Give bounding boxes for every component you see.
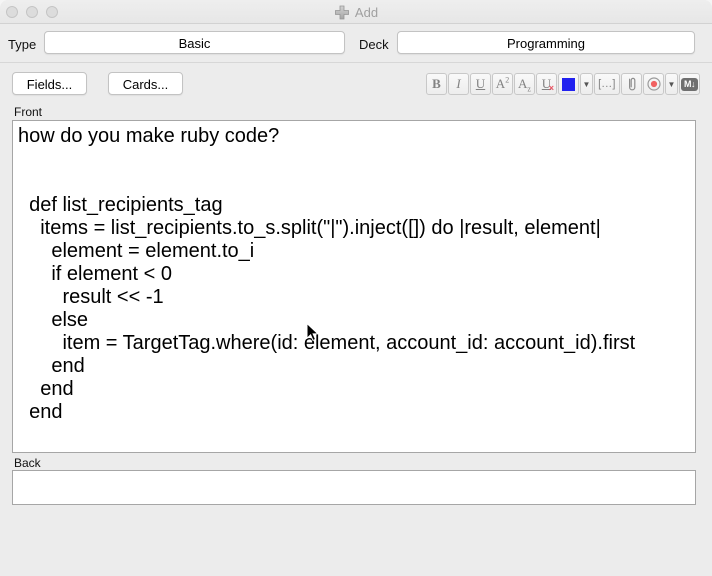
title-wrap: Add xyxy=(0,0,712,24)
format-toolbar: B I U A2 Az U× ▼ [...] ▼ M↓ xyxy=(426,73,700,95)
cards-button[interactable]: Cards... xyxy=(108,72,183,95)
superscript-button[interactable]: A2 xyxy=(492,73,513,95)
front-field-text[interactable]: how do you make ruby code? def list_reci… xyxy=(18,125,636,423)
underline-button[interactable]: U xyxy=(470,73,491,95)
cloze-button[interactable]: [...] xyxy=(594,73,620,95)
paperclip-icon xyxy=(625,76,639,92)
color-swatch xyxy=(562,77,575,91)
front-field-label: Front xyxy=(14,105,43,119)
back-field-text[interactable] xyxy=(13,471,695,504)
front-field[interactable]: how do you make ruby code? def list_reci… xyxy=(12,120,696,453)
color-dropdown-button[interactable]: ▼ xyxy=(580,73,593,95)
text-color-button[interactable] xyxy=(558,73,579,95)
title-bar[interactable]: Add xyxy=(0,0,712,24)
chevron-down-icon: ▼ xyxy=(667,79,676,89)
more-dropdown-button[interactable]: ▼ xyxy=(665,73,678,95)
remove-formatting-button[interactable]: U× xyxy=(536,73,557,95)
chevron-down-icon: ▼ xyxy=(582,79,591,89)
bold-button[interactable]: B xyxy=(426,73,447,95)
record-icon xyxy=(646,76,662,92)
markdown-icon: M↓ xyxy=(681,77,698,91)
add-plus-icon xyxy=(334,5,350,20)
back-field-label: Back xyxy=(14,456,41,470)
italic-button[interactable]: I xyxy=(448,73,469,95)
markdown-button[interactable]: M↓ xyxy=(679,73,700,95)
subscript-button[interactable]: Az xyxy=(514,73,535,95)
record-audio-button[interactable] xyxy=(643,73,664,95)
notetype-chooser-button[interactable]: Basic xyxy=(44,31,345,54)
minimize-button[interactable] xyxy=(26,6,38,18)
attach-button[interactable] xyxy=(621,73,642,95)
deck-label: Deck xyxy=(359,37,389,52)
superscript-glyph: A2 xyxy=(495,75,510,91)
deck-chooser-button[interactable]: Programming xyxy=(397,31,695,54)
close-button[interactable] xyxy=(6,6,18,18)
window-title: Add xyxy=(354,4,379,20)
red-x-mark: × xyxy=(548,83,554,93)
header-divider xyxy=(0,62,712,63)
fields-button[interactable]: Fields... xyxy=(12,72,87,95)
type-label: Type xyxy=(8,37,37,52)
zoom-button[interactable] xyxy=(46,6,58,18)
remove-format-glyph: U xyxy=(541,76,552,91)
underline-glyph: U xyxy=(475,76,486,91)
back-field[interactable] xyxy=(12,470,696,505)
subscript-glyph: Az xyxy=(518,76,531,94)
